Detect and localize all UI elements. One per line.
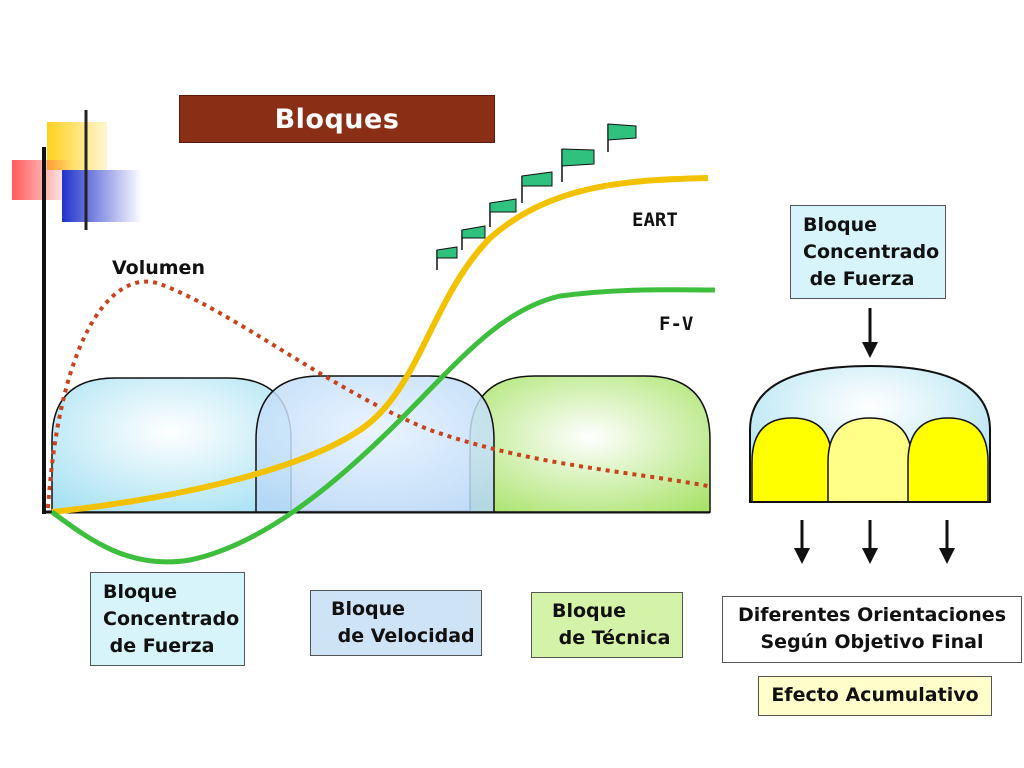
arrows (794, 308, 955, 564)
down-arrow-icon (862, 520, 878, 564)
dome-tecnica (469, 375, 711, 513)
flag-icon (461, 225, 486, 250)
flag-icon (561, 148, 595, 182)
flag-icon (436, 246, 458, 270)
page-title: Bloques Concentrados (179, 95, 495, 183)
flags (436, 123, 637, 270)
efecto-acumulativo-box: Efecto Acumulativo (758, 676, 992, 716)
flag-icon (607, 123, 637, 152)
block-tecnica-label: Bloque de Técnica (531, 592, 683, 658)
eart-curve (51, 175, 709, 515)
flag-icon (521, 171, 553, 203)
orientaciones-box: Diferentes Orientaciones Según Objetivo … (722, 596, 1022, 663)
decorative-squares-icon (12, 110, 142, 230)
down-arrow-icon (862, 308, 878, 358)
flag-icon (489, 198, 517, 227)
fv-label: F-V (659, 313, 694, 335)
block-velocidad-label: Bloque de Velocidad (310, 590, 482, 656)
fv-curve (50, 287, 716, 565)
down-arrow-icon (794, 520, 810, 564)
down-arrow-icon (939, 520, 955, 564)
eart-label: EART (632, 209, 678, 231)
volumen-label: Volumen (112, 257, 205, 279)
block-fuerza-label: Bloque Concentrado de Fuerza (90, 572, 245, 666)
block-fuerza-right-label: Bloque Concentrado de Fuerza (790, 205, 946, 299)
composite-dome (749, 364, 991, 503)
